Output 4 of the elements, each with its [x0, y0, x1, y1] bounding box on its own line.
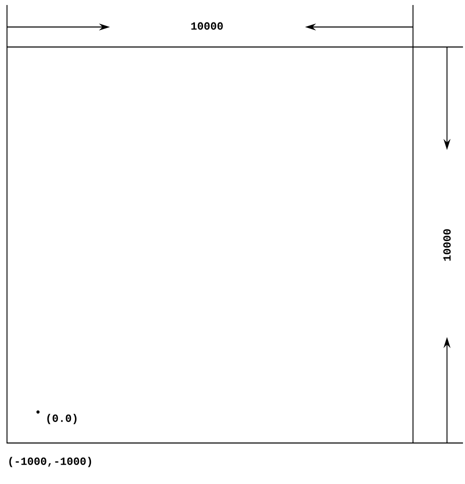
- coordinate-label: (0.0): [47, 414, 76, 424]
- coordinate-label: (-1000,-1000): [9, 456, 92, 468]
- dimension-label: 10000: [443, 229, 451, 261]
- dimension-label: 10000: [191, 22, 223, 30]
